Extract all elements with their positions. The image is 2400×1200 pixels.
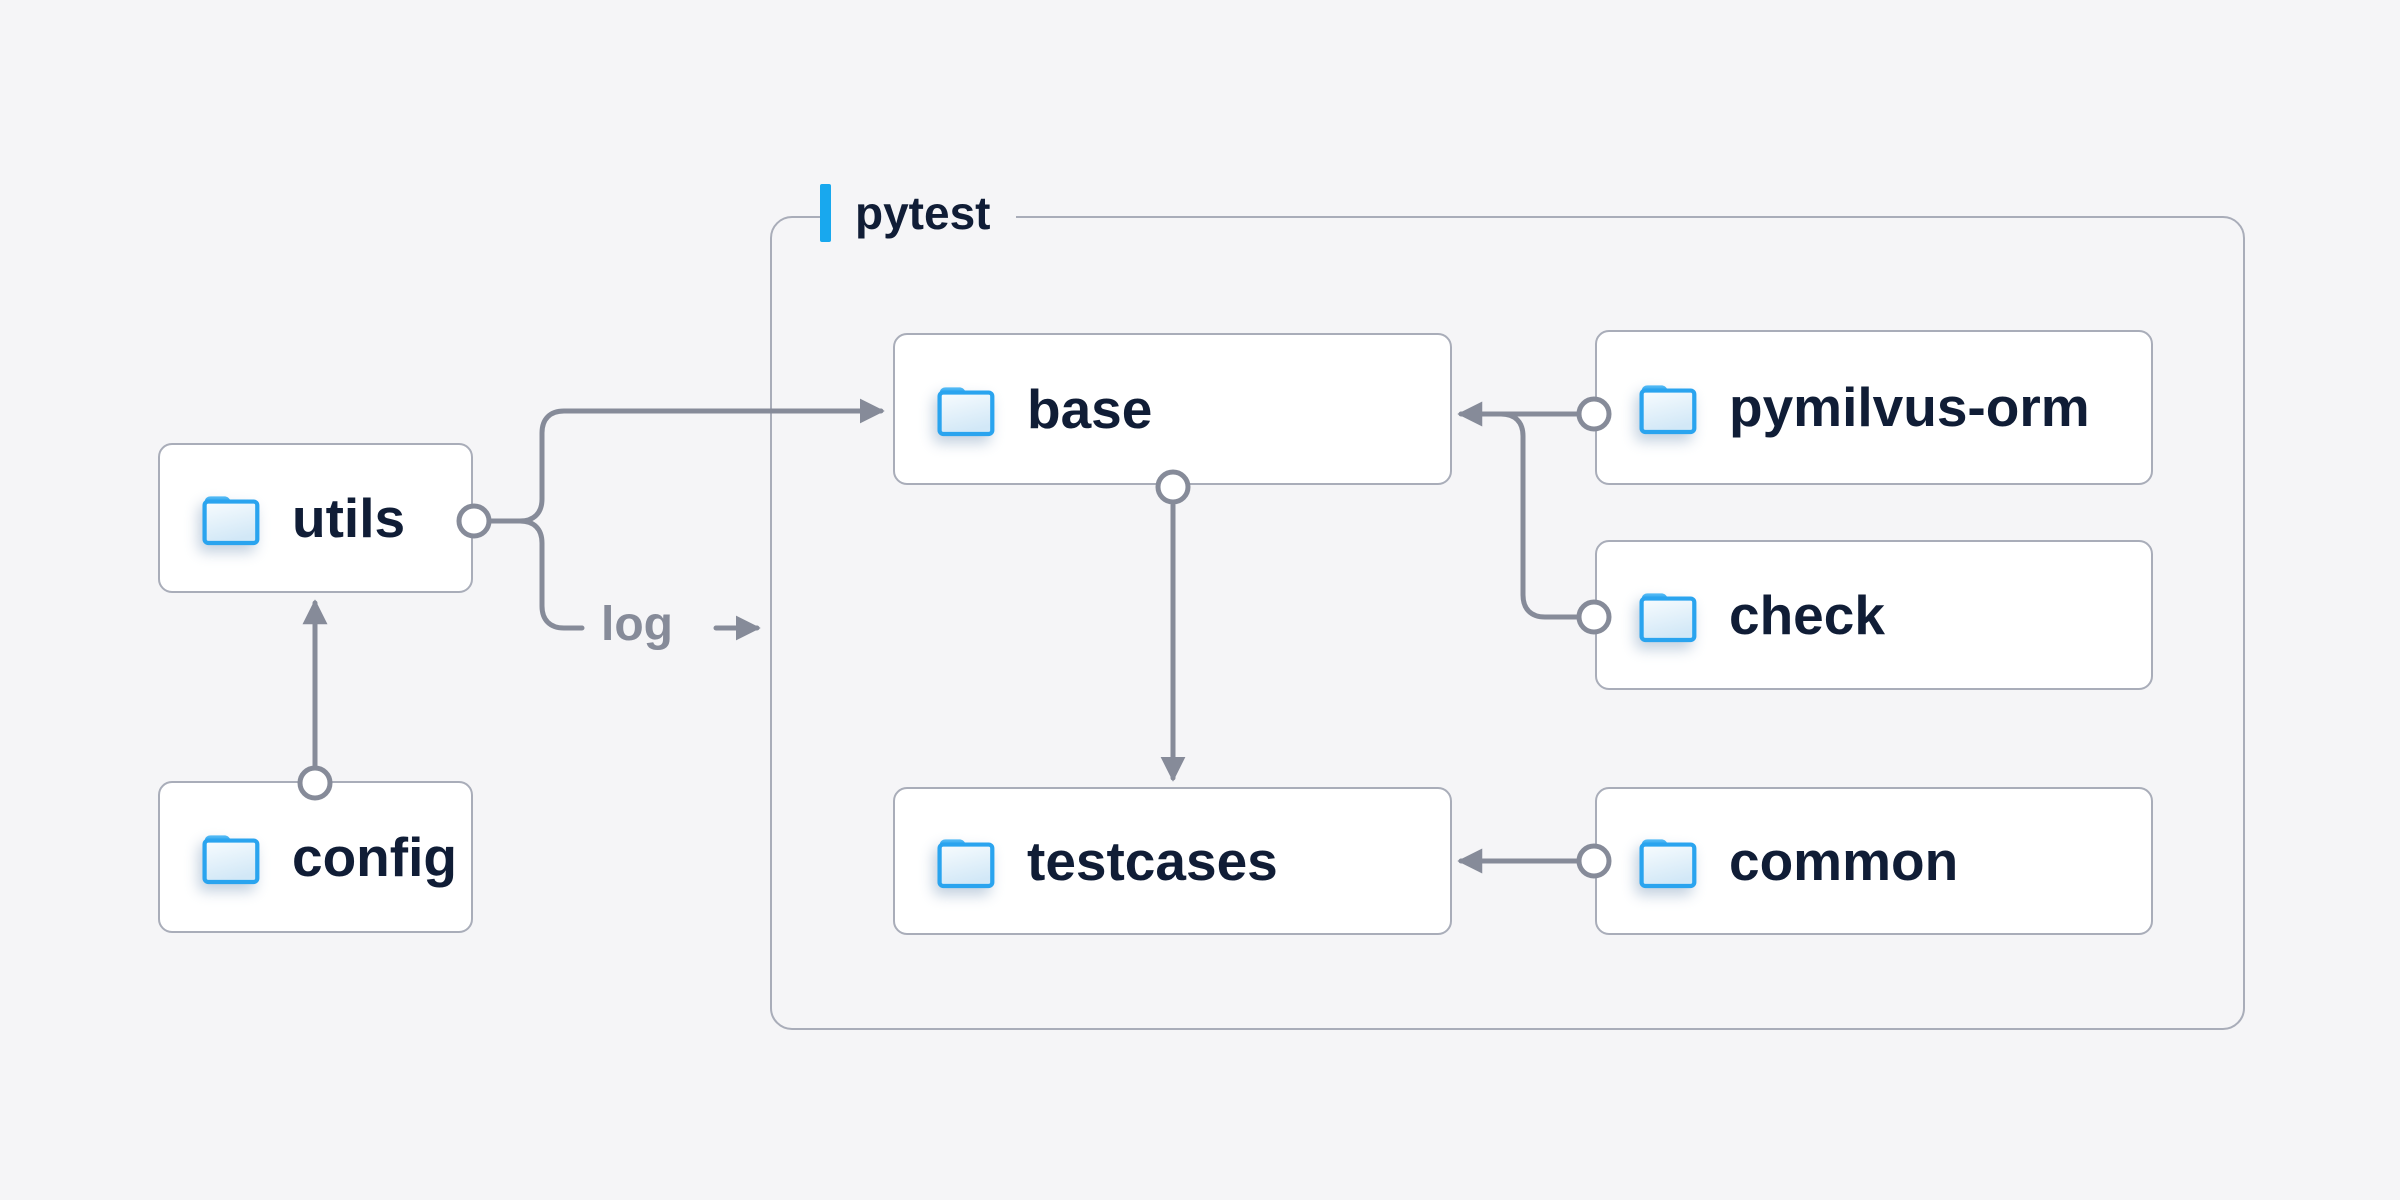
pytest-group-label: pytest (820, 184, 1017, 242)
node-label: config (292, 825, 457, 888)
pytest-label-text: pytest (855, 187, 991, 239)
node-config: config (158, 781, 473, 933)
folder-icon (933, 382, 997, 437)
node-base: base (893, 333, 1452, 485)
node-label: pymilvus-orm (1729, 376, 2090, 438)
node-check: check (1595, 540, 2153, 690)
node-common: common (1595, 787, 2153, 935)
folder-icon (933, 834, 997, 889)
node-utils: utils (158, 443, 473, 593)
pytest-group-border (770, 216, 2245, 1030)
folder-icon (198, 830, 262, 885)
folder-icon (1635, 588, 1699, 643)
accent-bar-icon (820, 184, 831, 242)
log-edge-label: log (601, 598, 673, 651)
node-label: common (1729, 829, 1959, 892)
edge-utils-log (517, 518, 585, 631)
node-testcases: testcases (893, 787, 1452, 935)
node-pymilvus-orm: pymilvus-orm (1595, 330, 2153, 485)
node-label: testcases (1027, 829, 1278, 892)
node-label: base (1027, 377, 1153, 440)
node-label: check (1729, 583, 1885, 646)
folder-icon (1635, 834, 1699, 889)
node-label: utils (292, 486, 406, 549)
folder-icon (198, 491, 262, 546)
folder-icon (1635, 380, 1699, 435)
